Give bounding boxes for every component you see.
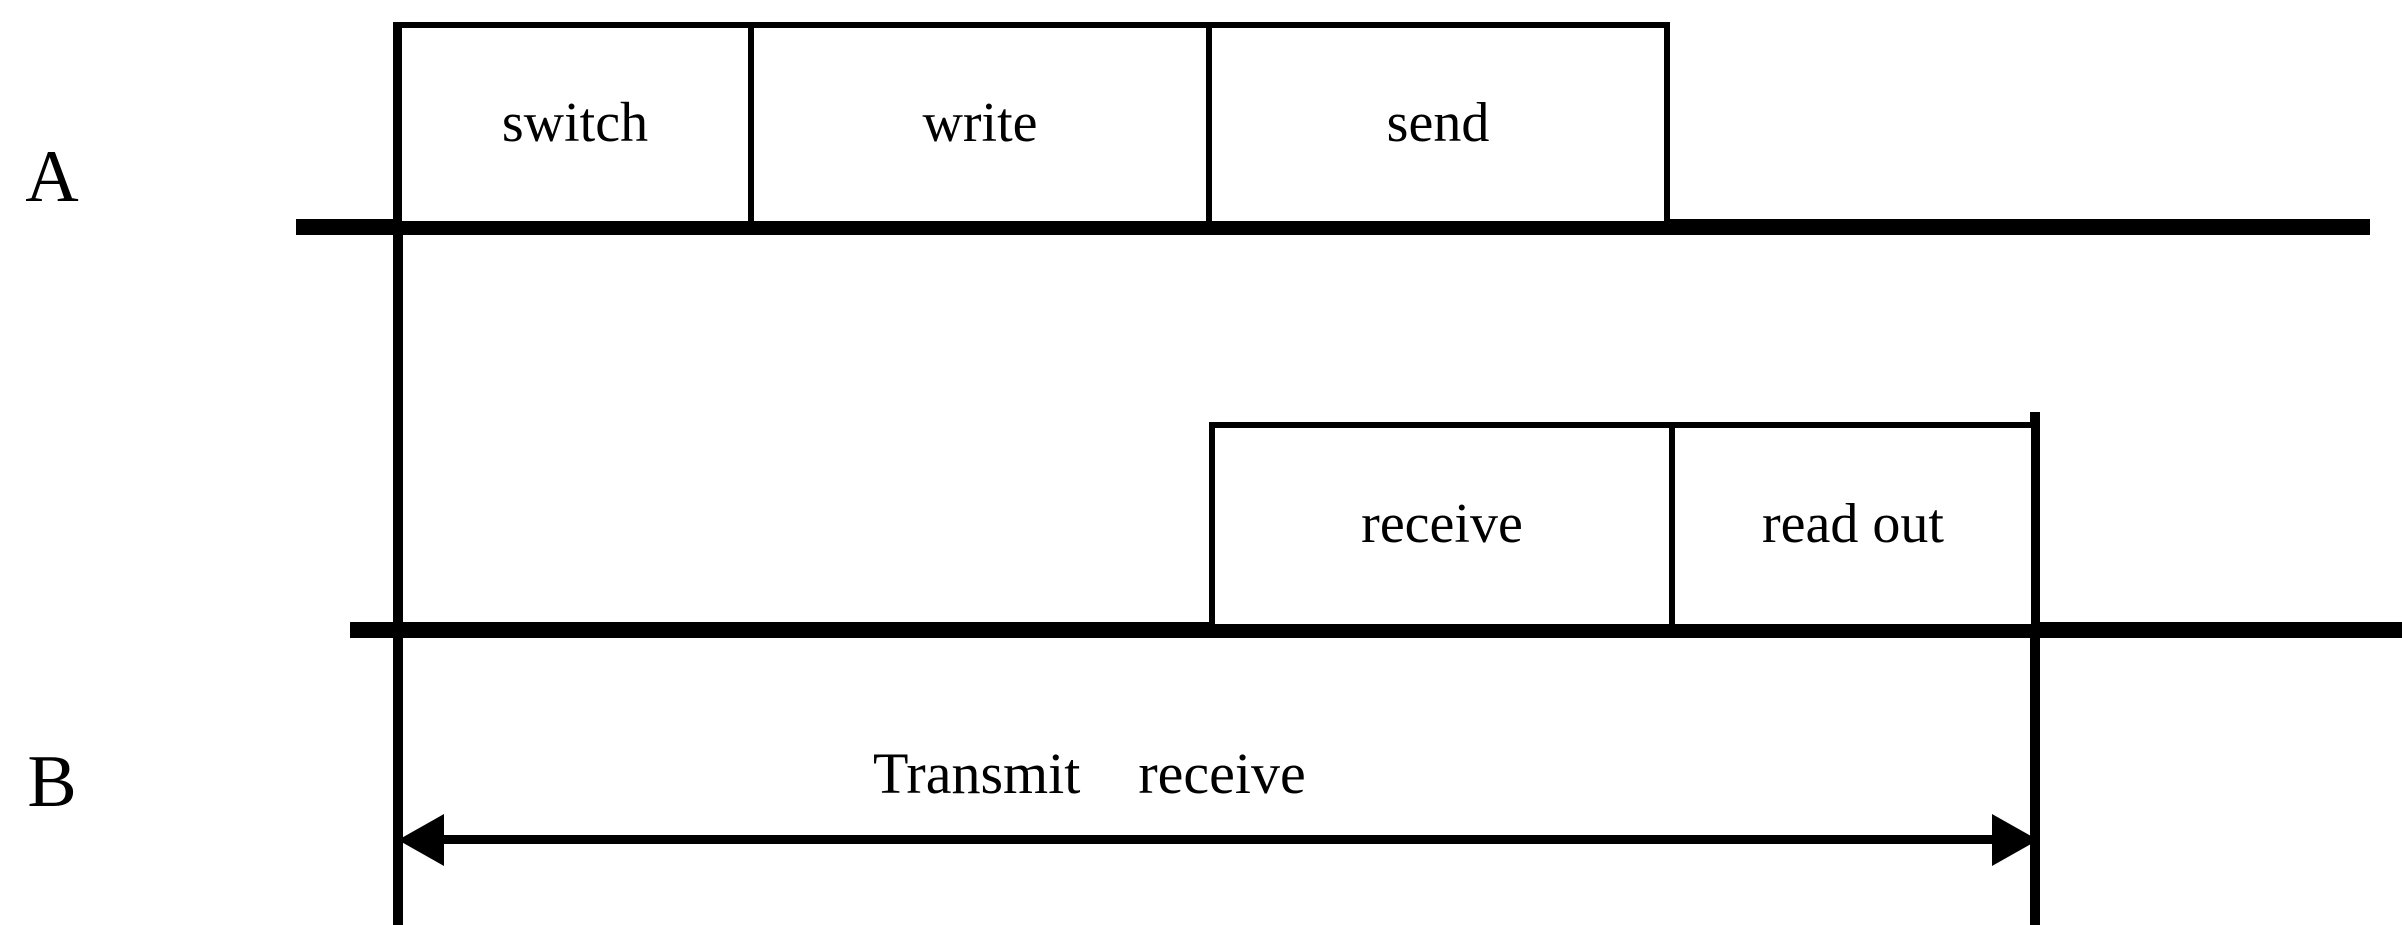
phase-box-write[interactable]: write: [751, 22, 1212, 227]
arrow-head-left-icon: [398, 814, 444, 866]
duration-arrow-shaft: [440, 835, 2000, 844]
phase-label-receive: receive: [1361, 493, 1523, 555]
phase-label-write: write: [922, 91, 1038, 154]
phase-box-read-out[interactable]: read out: [1672, 422, 2037, 630]
phase-label-read-out: read out: [1762, 493, 1944, 555]
time-marker-end: [2030, 412, 2040, 925]
phase-box-receive[interactable]: receive: [1209, 422, 1675, 630]
duration-arrow-caption: Transmit receive: [873, 741, 1306, 806]
phase-label-send: send: [1386, 91, 1490, 154]
time-marker-start: [393, 22, 403, 925]
phase-box-switch[interactable]: switch: [396, 22, 754, 227]
phase-label-switch: switch: [501, 91, 649, 154]
row-label-a: A: [25, 136, 79, 218]
phase-box-send[interactable]: send: [1209, 22, 1670, 227]
arrow-head-right-icon: [1992, 814, 2038, 866]
row-label-b: B: [27, 741, 77, 823]
